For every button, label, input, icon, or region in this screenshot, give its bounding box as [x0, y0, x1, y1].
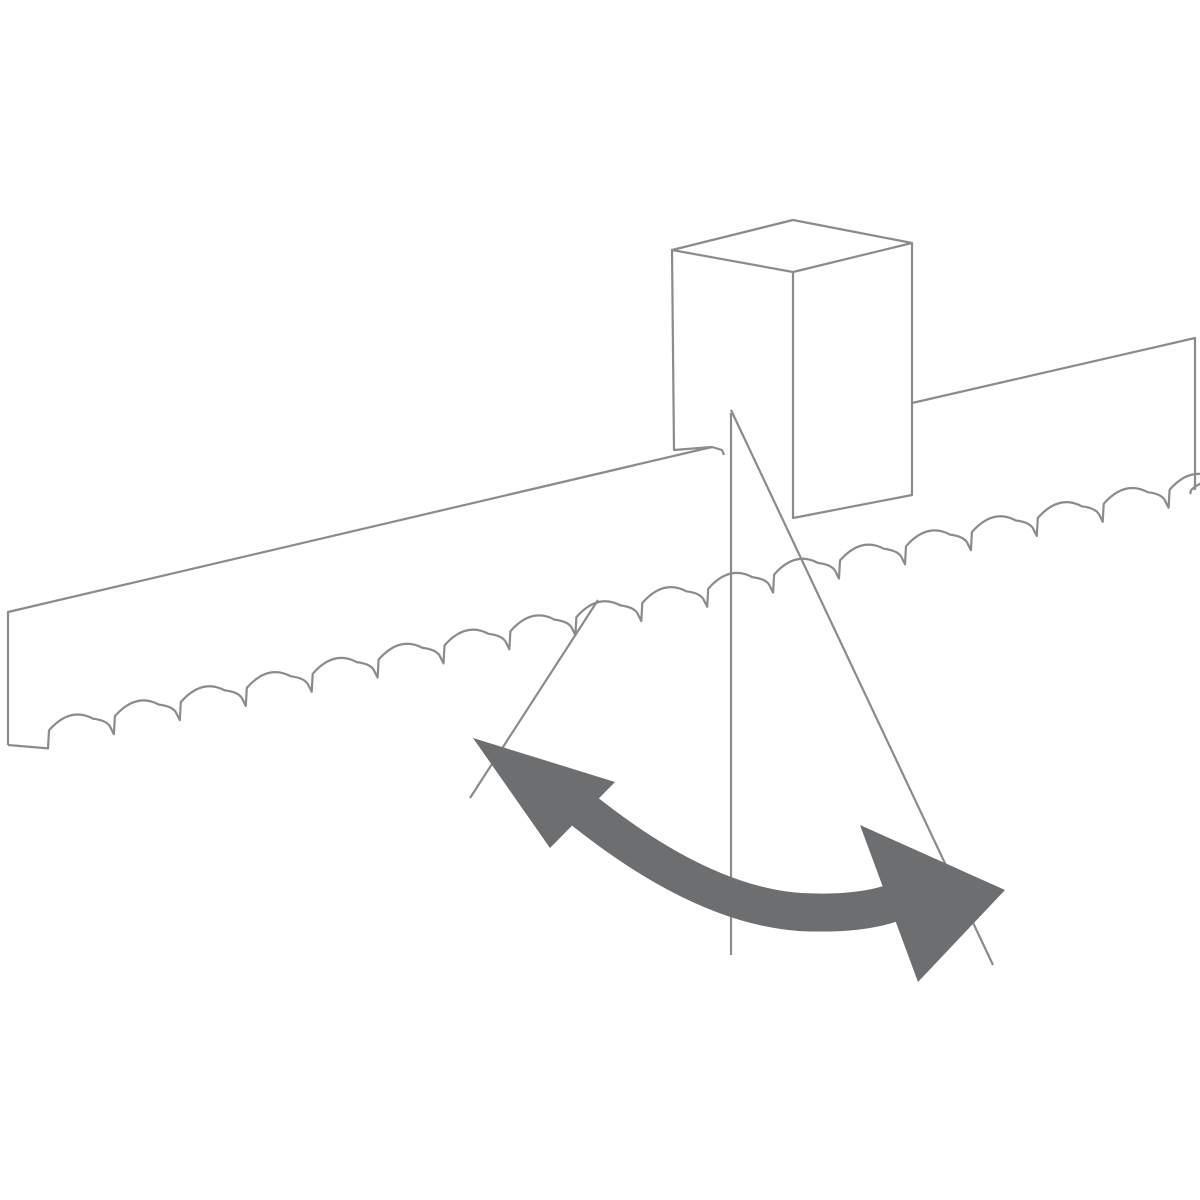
saw-blade-icon [6, 336, 1200, 750]
block-left-face [670, 249, 713, 452]
blade-top-edge-left [6, 445, 726, 745]
arrow-head-right [860, 825, 1005, 982]
left-set-line [469, 599, 599, 799]
arrow-head-left [473, 738, 615, 848]
blade-top-edge-right [911, 336, 1197, 490]
double-arrow-icon [473, 738, 1005, 982]
guide-block-icon [670, 218, 914, 520]
block-front-edge [791, 243, 914, 520]
arrow-body [566, 791, 902, 932]
blade-teeth-edge [7, 472, 1200, 750]
block-top-face [670, 218, 914, 274]
